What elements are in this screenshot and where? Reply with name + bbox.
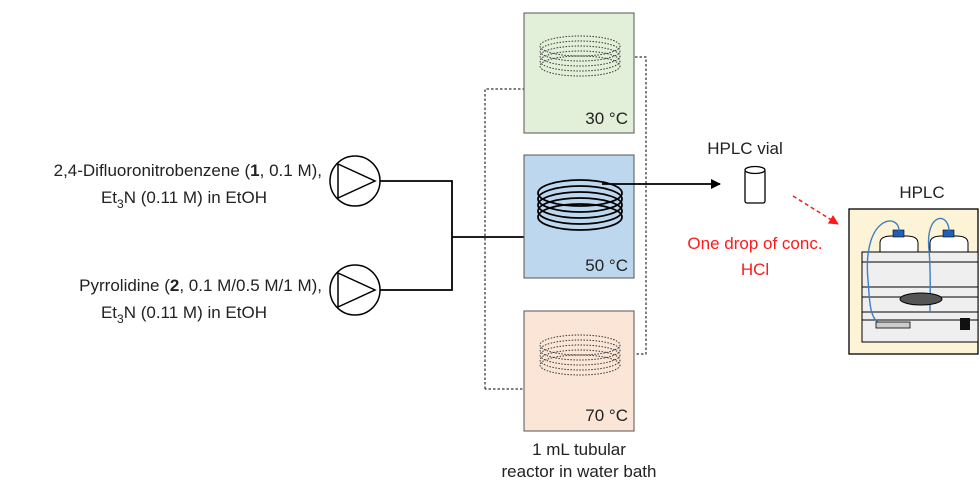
transfer-arrow	[792, 195, 839, 225]
tubing-lines	[380, 180, 540, 291]
hplc-vial-icon	[744, 165, 766, 204]
reactor-coil-70-icon	[539, 334, 621, 376]
pump-1-icon	[329, 155, 381, 207]
hplc-instrument-icon	[848, 208, 979, 355]
quench-note-line2: HCl	[741, 260, 769, 279]
water-bath-70	[523, 310, 635, 432]
feed2-label: Pyrrolidine (2, 0.1 M/0.5 M/1 M),	[79, 276, 322, 295]
reactor-coil-50-icon	[537, 179, 623, 231]
reactor-caption-line2: reactor in water bath	[502, 462, 657, 481]
pump-2-icon	[329, 264, 381, 316]
reactor-caption-line1: 1 mL tubular	[532, 440, 626, 459]
feed1-solvent-label: Et3N (0.11 M) in EtOH	[101, 188, 267, 211]
reactor-coil-30-icon	[539, 35, 621, 77]
quench-note-line1: One drop of conc.	[687, 234, 822, 253]
vial-label: HPLC vial	[707, 139, 783, 158]
feed1-label: 2,4-Difluoronitrobenzene (1, 0.1 M),	[54, 161, 322, 180]
temp-label-30: 30 °C	[585, 109, 628, 128]
water-bath-30	[523, 12, 635, 134]
feed2-solvent-label: Et3N (0.11 M) in EtOH	[101, 303, 267, 326]
temp-label-50: 50 °C	[585, 256, 628, 275]
temp-label-70: 70 °C	[585, 406, 628, 425]
hplc-label: HPLC	[899, 183, 944, 202]
